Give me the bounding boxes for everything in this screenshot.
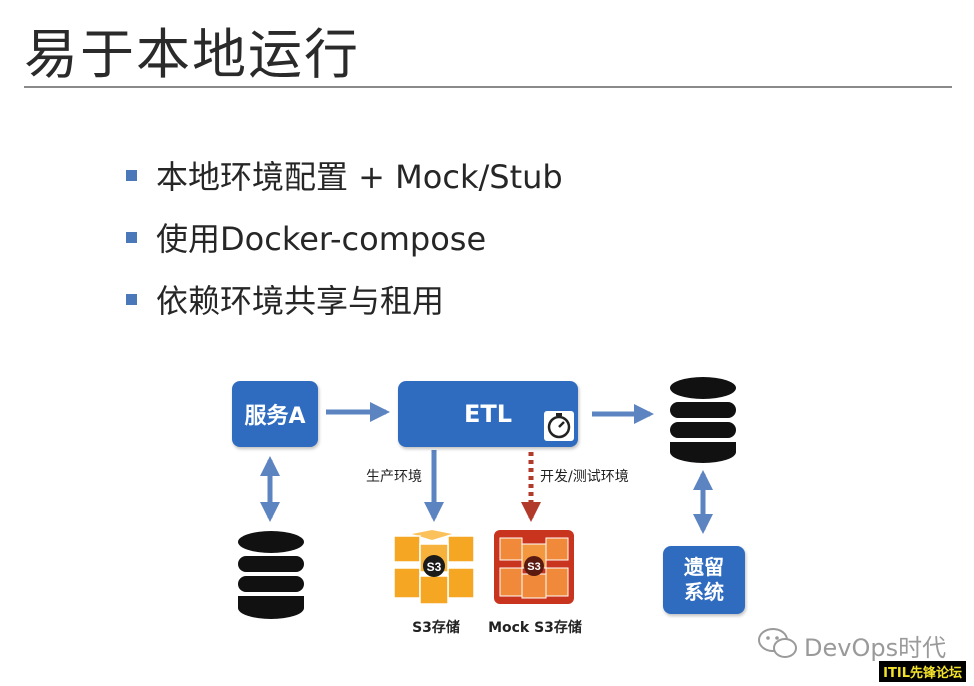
s3-icon-text: S3: [427, 560, 442, 574]
bullet-square-icon: [126, 169, 137, 181]
timer-icon: [544, 411, 574, 441]
service-a-label: 服务A: [244, 404, 306, 429]
etl-label: ETL: [463, 400, 513, 428]
service-a-box: 服务A: [232, 381, 318, 447]
prod-env-label: 生产环境: [366, 469, 422, 485]
dev-test-env-label: 开发/测试环境: [540, 469, 629, 485]
database-icon: [238, 531, 304, 619]
legacy-label-line1: 遗留: [684, 555, 724, 579]
legacy-system-box: 遗留 系统: [663, 546, 745, 614]
bullet-item: 依赖环境共享与租用: [126, 274, 444, 324]
mock-s3-icon: S3: [494, 530, 574, 604]
wechat-icon: [758, 628, 797, 658]
watermark-badge: ITIL先锋论坛: [879, 661, 966, 682]
bullet-item: 本地环境配置 + Mock/Stub: [126, 150, 563, 200]
watermark-brand: DevOps时代: [804, 634, 947, 662]
bullet-text: 依赖环境共享与租用: [156, 282, 445, 320]
bullet-text: 使用Docker-compose: [156, 220, 487, 258]
s3-bucket-icon: S3: [393, 530, 475, 605]
s3-storage-caption: S3存储: [412, 620, 460, 636]
bullet-text: 本地环境配置 + Mock/Stub: [156, 158, 563, 196]
legacy-label-line2: 系统: [684, 580, 724, 604]
etl-box: ETL: [398, 381, 578, 447]
database-icon: [670, 377, 736, 463]
mock-icon-text: S3: [527, 561, 540, 573]
title-divider: [24, 86, 952, 88]
slide-title: 易于本地运行: [24, 23, 360, 86]
bullet-square-icon: [126, 293, 137, 305]
bullet-square-icon: [126, 231, 137, 243]
bullet-item: 使用Docker-compose: [126, 212, 486, 262]
mock-s3-storage-caption: Mock S3存储: [488, 620, 582, 636]
